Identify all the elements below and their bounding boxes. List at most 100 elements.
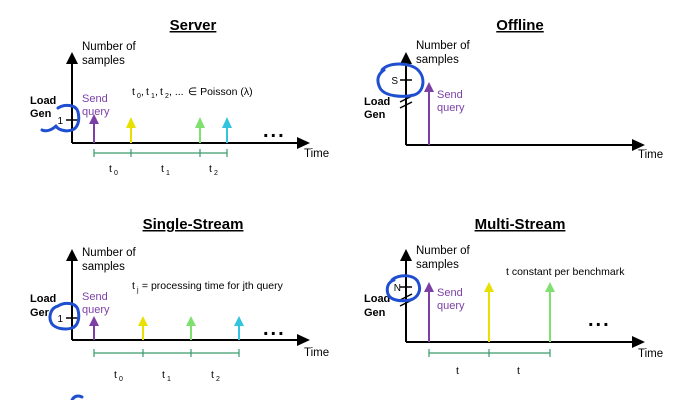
single-stream-send-label-line2: query	[82, 304, 110, 316]
offline-hand-annotation	[376, 62, 425, 98]
server-formula-sub0: 0	[137, 93, 141, 100]
single-stream-interval-t2: t	[211, 369, 214, 381]
single-stream-interval-t2-sub: 2	[216, 376, 220, 383]
server-formula-ellipsis: , ...	[169, 86, 184, 98]
single-stream-arrow-yellow-head	[138, 316, 148, 326]
server-ylabel-line2: samples	[82, 55, 125, 67]
server-interval-t2-sub: 2	[214, 170, 218, 177]
multi-stream-time-label: Time	[638, 348, 663, 360]
multi-stream-hand-annotation	[385, 274, 422, 303]
server-formula-t0: t	[132, 86, 135, 98]
multi-stream-interval-t-a: t	[456, 365, 459, 377]
single-stream-interval-t0: t	[114, 369, 117, 381]
single-stream-ellipsis: ...	[263, 318, 286, 340]
server-formula-t2: t	[160, 86, 163, 98]
single-stream-hand-annotation	[48, 301, 81, 331]
offline-send-label-line2: query	[437, 102, 465, 114]
server-formula-comma2: ,	[155, 86, 158, 98]
server-interval-t0: t	[109, 163, 112, 175]
server-arrow-cyan-head	[222, 117, 232, 128]
server-time-label: Time	[304, 148, 329, 160]
offline-ylabel-line2: samples	[416, 54, 459, 66]
multi-stream-gen-label: Gen	[364, 307, 386, 319]
server-formula-t1: t	[146, 86, 149, 98]
server-panel: Server Number of samples Load Gen 1 Send…	[30, 17, 329, 177]
server-ellipsis: ...	[263, 120, 286, 142]
server-formula-tail: ∈ Poisson (λ)	[188, 86, 253, 98]
multi-stream-interval-t-b: t	[517, 365, 520, 377]
bottom-edge-hand-mark	[70, 394, 84, 400]
server-marker-value: 1	[57, 116, 63, 127]
single-stream-note-text: = processing time for jth query	[139, 280, 284, 292]
multi-stream-panel: Multi-Stream Number of samples Load Gen …	[364, 216, 663, 377]
multi-stream-send-label-line2: query	[437, 300, 465, 312]
server-formula-sub2: 2	[165, 93, 169, 100]
multi-stream-arrow-green-head	[545, 282, 555, 292]
single-stream-gen-label: Ger	[30, 307, 50, 319]
single-stream-panel: Single-Stream Number of samples Load Ger…	[30, 216, 329, 400]
server-ylabel-line1: Number of	[82, 41, 136, 53]
single-stream-ylabel-line1: Number of	[82, 247, 136, 259]
server-y-axis-arrowhead	[66, 52, 78, 64]
server-arrow-purple-head	[89, 114, 99, 124]
server-interval-t0-sub: 0	[114, 170, 118, 177]
single-stream-title: Single-Stream	[143, 216, 244, 233]
multi-stream-ellipsis: ...	[588, 309, 611, 331]
server-brackets	[93, 149, 228, 157]
multi-stream-brackets	[428, 349, 551, 357]
single-stream-time-label: Time	[304, 347, 329, 359]
server-send-label-line2: query	[82, 106, 110, 118]
single-stream-y-axis-arrowhead	[66, 249, 78, 261]
server-gen-label: Gen	[30, 108, 52, 120]
single-stream-interval-t0-sub: 0	[119, 376, 123, 383]
single-stream-interval-t1: t	[162, 369, 165, 381]
single-stream-brackets	[93, 349, 240, 357]
multi-stream-load-label: Load	[364, 293, 390, 305]
server-arrow-yellow-head	[126, 117, 136, 128]
single-stream-arrow-cyan-head	[234, 316, 244, 326]
multi-stream-send-label-line1: Send	[437, 287, 463, 299]
server-formula-comma1: ,	[141, 86, 144, 98]
server-interval-t1: t	[161, 163, 164, 175]
server-interval-t1-sub: 1	[166, 170, 170, 177]
offline-title: Offline	[496, 17, 544, 34]
offline-ylabel-line1: Number of	[416, 40, 470, 52]
single-stream-x-axis-arrowhead	[297, 334, 310, 346]
single-stream-ylabel-line2: samples	[82, 261, 125, 273]
offline-send-label-line1: Send	[437, 89, 463, 101]
server-x-axis-arrowhead	[297, 137, 310, 149]
offline-gen-label: Gen	[364, 109, 386, 121]
single-stream-send-label-line1: Send	[82, 291, 108, 303]
offline-x-axis-arrowhead	[632, 139, 645, 151]
multi-stream-arrow-yellow-head	[484, 282, 494, 292]
multi-stream-ylabel-line1: Number of	[416, 245, 470, 257]
single-stream-note: t j = processing time for jth query	[132, 280, 284, 294]
single-stream-arrow-green-head	[186, 316, 196, 326]
multi-stream-y-axis-arrowhead	[400, 249, 412, 261]
server-hand-annotation	[40, 103, 81, 133]
offline-y-axis-arrowhead	[400, 52, 412, 64]
single-stream-marker-value: 1	[57, 314, 63, 325]
multi-stream-ylabel-line2: samples	[416, 259, 459, 271]
single-stream-note-sub: j	[136, 287, 139, 294]
single-stream-load-label: Load	[30, 293, 56, 305]
multi-stream-marker-value: N	[394, 283, 401, 294]
offline-marker-value: S	[391, 76, 398, 87]
server-title: Server	[170, 17, 217, 34]
server-load-label: Load	[30, 95, 56, 107]
offline-load-label: Load	[364, 96, 390, 108]
server-formula: t 0 , t 1 , t 2 , ... ∈ Poisson (λ)	[132, 86, 253, 100]
server-arrow-green-head	[195, 117, 205, 128]
multi-stream-note: t constant per benchmark	[506, 266, 625, 278]
server-formula-sub1: 1	[151, 93, 155, 100]
single-stream-interval-t1-sub: 1	[167, 376, 171, 383]
offline-arrow-purple-head	[424, 82, 434, 92]
server-interval-t2: t	[209, 163, 212, 175]
single-stream-note-t: t	[132, 280, 135, 292]
multi-stream-title: Multi-Stream	[475, 216, 566, 233]
offline-panel: Offline Number of samples Load Gen S Sen…	[364, 17, 663, 161]
multi-stream-x-axis-arrowhead	[632, 336, 645, 348]
offline-time-label: Time	[638, 149, 663, 161]
single-stream-arrow-purple-head	[89, 316, 99, 326]
